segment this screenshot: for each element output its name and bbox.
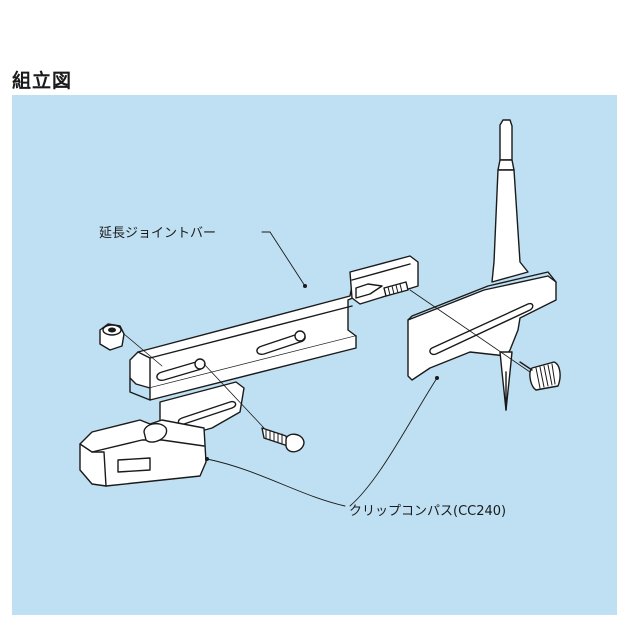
clip-body	[79, 419, 207, 487]
compass-body	[407, 119, 561, 411]
bar-threaded-pin	[383, 281, 409, 297]
assembly-guides	[123, 289, 531, 429]
clip-slot	[177, 400, 237, 426]
clip-part	[79, 381, 245, 487]
label-extension-bar: 延長ジョイントバー	[99, 226, 217, 241]
compass-knob	[519, 361, 561, 391]
compass-shaft	[491, 169, 529, 283]
hex-nut	[99, 323, 125, 351]
screw	[261, 427, 305, 453]
leader-compass	[349, 377, 438, 507]
compass-slot	[429, 302, 534, 356]
leader-lines	[206, 231, 438, 507]
page-title: 組立図	[12, 70, 73, 92]
extension-bar	[129, 255, 419, 401]
label-clip-compass: クリップコンパス(CC240)	[349, 504, 507, 519]
leader-extension-bar	[261, 231, 306, 287]
leader-clip	[206, 458, 346, 507]
compass-spindle	[499, 119, 513, 161]
